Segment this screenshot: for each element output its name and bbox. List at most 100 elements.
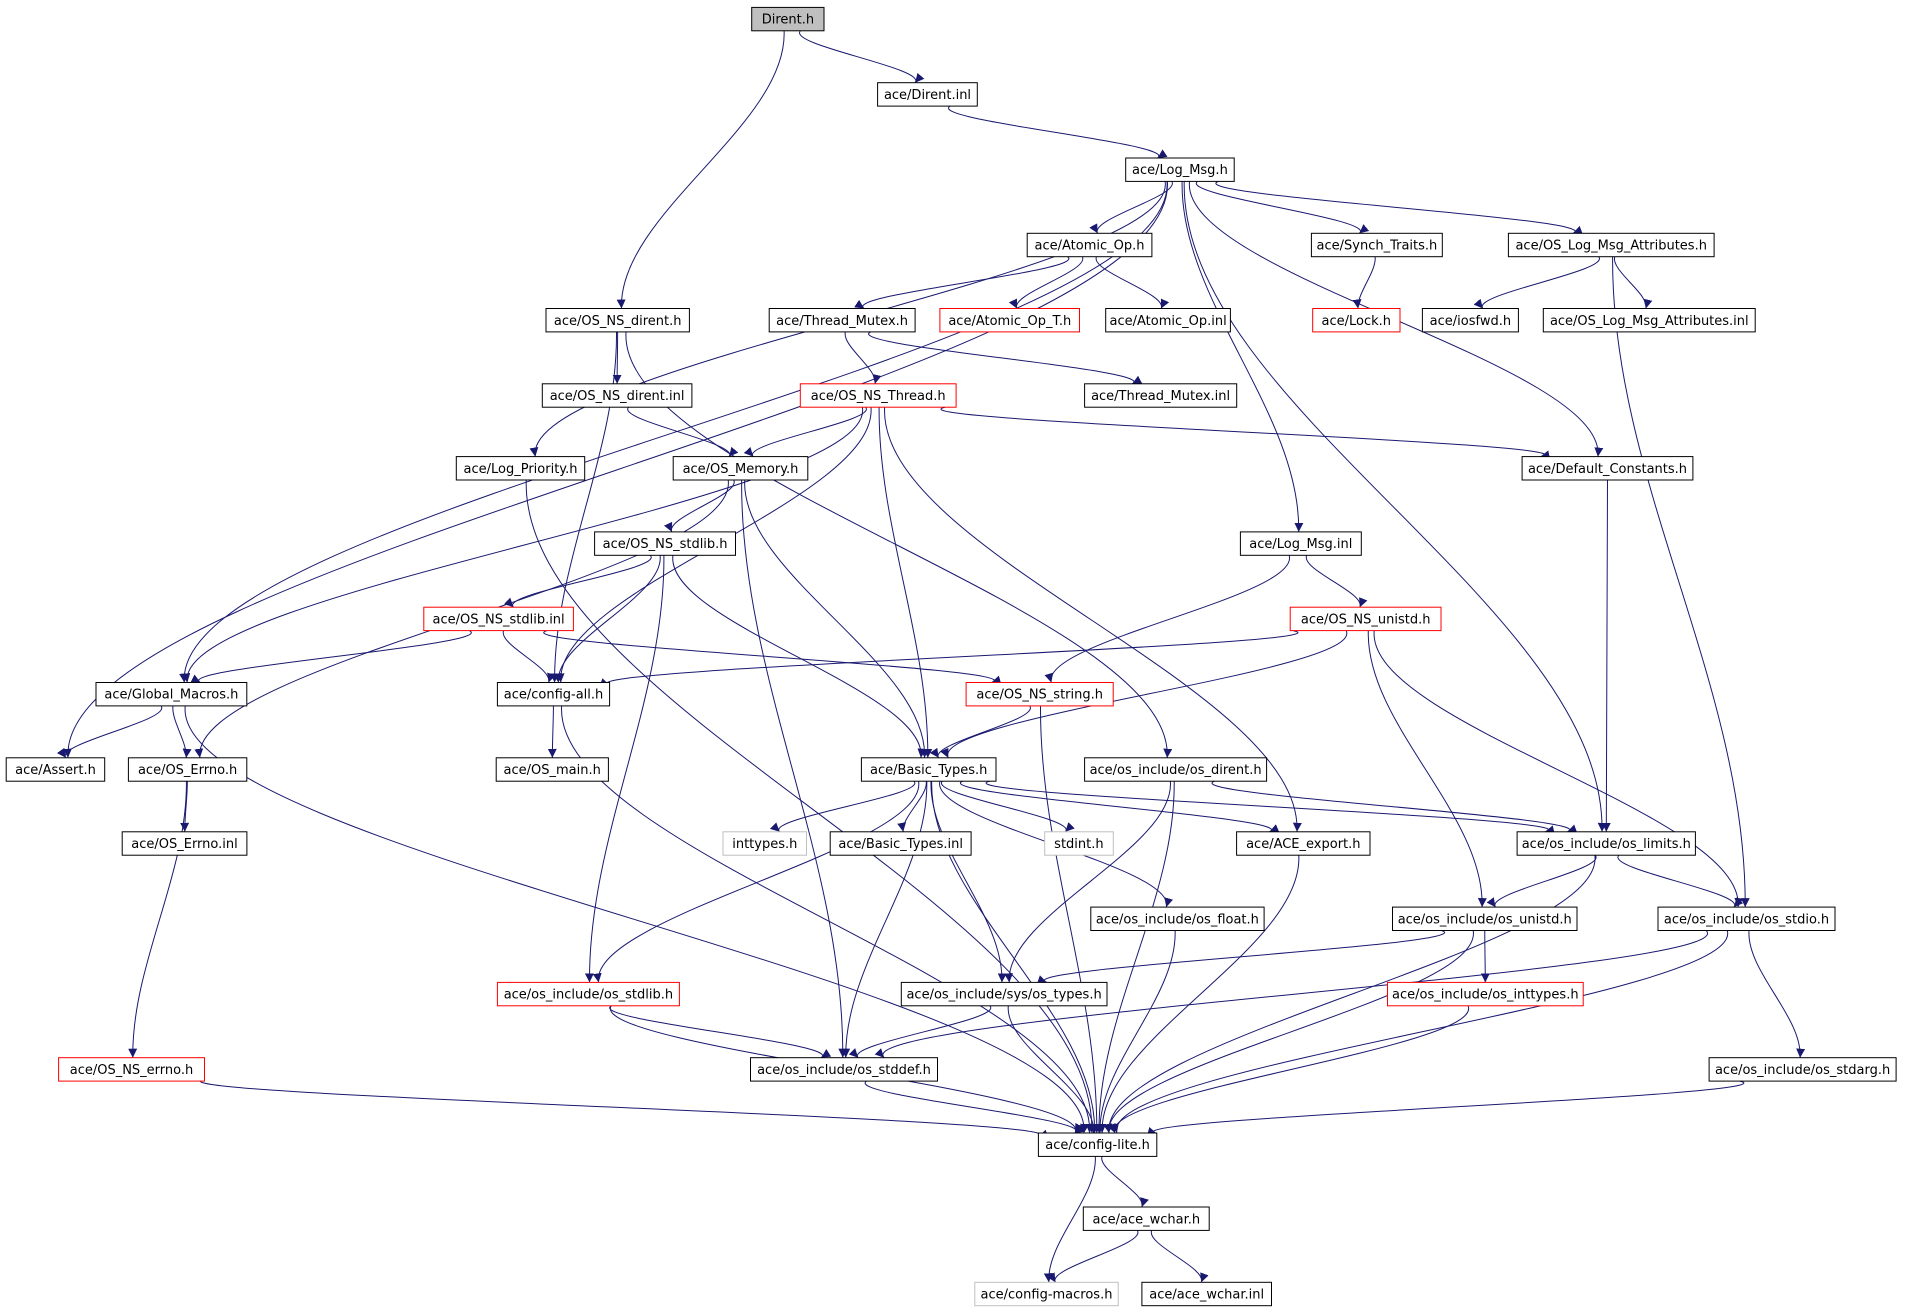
node-box[interactable] (1516, 831, 1696, 856)
node-os-errno-inl[interactable]: ace/OS_Errno.inl (121, 831, 248, 856)
node-os-stdio-h[interactable]: ace/os_include/os_stdio.h (1657, 906, 1836, 931)
node-box[interactable] (496, 981, 680, 1007)
node-synch-traits-h[interactable]: ace/Synch_Traits.h (1310, 232, 1443, 258)
node-os-log-msg-attr-h[interactable]: ace/OS_Log_Msg_Attributes.h (1507, 232, 1715, 258)
node-box[interactable] (1421, 308, 1519, 333)
node-config-macros-h[interactable]: ace/config-macros.h (974, 1281, 1119, 1307)
node-box[interactable] (1082, 1206, 1210, 1231)
node-os-memory-h[interactable]: ace/OS_Memory.h (672, 456, 809, 481)
node-box[interactable] (965, 682, 1114, 707)
node-box[interactable] (1105, 308, 1231, 333)
node-ace-wchar-inl[interactable]: ace/ace_wchar.inl (1141, 1281, 1273, 1307)
node-basic-types-h[interactable]: ace/Basic_Types.h (860, 757, 997, 782)
node-box[interactable] (1312, 308, 1401, 333)
node-box[interactable] (1141, 1281, 1273, 1307)
node-box[interactable] (1044, 831, 1114, 856)
node-box[interactable] (58, 1057, 205, 1082)
node-inttypes-h[interactable]: inttypes.h (722, 831, 807, 856)
node-stdint-h[interactable]: stdint.h (1044, 831, 1114, 856)
node-box[interactable] (423, 606, 574, 632)
node-os-ns-dirent-h[interactable]: ace/OS_NS_dirent.h (545, 308, 690, 333)
node-os-ns-dirent-inl[interactable]: ace/OS_NS_dirent.inl (541, 383, 693, 408)
node-box[interactable] (121, 831, 248, 856)
node-box[interactable] (1507, 232, 1715, 258)
node-os-ns-stdlib-inl[interactable]: ace/OS_NS_stdlib.inl (423, 606, 574, 632)
node-box[interactable] (1310, 232, 1443, 258)
node-box[interactable] (496, 682, 611, 707)
node-os-ns-thread-h[interactable]: ace/OS_NS_Thread.h (799, 383, 957, 408)
node-thread-mutex-inl[interactable]: ace/Thread_Mutex.inl (1084, 383, 1238, 408)
node-os-stdarg-h[interactable]: ace/os_include/os_stdarg.h (1708, 1057, 1897, 1082)
node-basic-types-inl[interactable]: ace/Basic_Types.inl (829, 831, 972, 856)
node-box[interactable] (1037, 1132, 1158, 1157)
node-config-all-h[interactable]: ace/config-all.h (496, 682, 611, 707)
node-os-limits-h[interactable]: ace/os_include/os_limits.h (1516, 831, 1696, 856)
node-atomic-op-inl[interactable]: ace/Atomic_Op.inl (1105, 308, 1231, 333)
node-box[interactable] (939, 308, 1081, 333)
node-ace-export-h[interactable]: ace/ACE_export.h (1236, 831, 1371, 856)
node-box[interactable] (1026, 232, 1153, 258)
node-box[interactable] (1236, 831, 1371, 856)
node-box[interactable] (1392, 906, 1578, 931)
node-box[interactable] (545, 308, 690, 333)
node-os-ns-errno-h[interactable]: ace/OS_NS_errno.h (58, 1057, 205, 1082)
node-box[interactable] (1657, 906, 1836, 931)
node-config-lite-h[interactable]: ace/config-lite.h (1037, 1132, 1158, 1157)
node-global-macros-h[interactable]: ace/Global_Macros.h (95, 682, 248, 707)
node-ace-wchar-h[interactable]: ace/ace_wchar.h (1082, 1206, 1210, 1231)
node-box[interactable] (672, 456, 809, 481)
node-box[interactable] (95, 682, 248, 707)
node-box[interactable] (877, 82, 978, 107)
node-box[interactable] (722, 831, 807, 856)
node-box[interactable] (1084, 757, 1268, 782)
node-os-ns-string-h[interactable]: ace/OS_NS_string.h (965, 682, 1114, 707)
node-os-inttypes-h[interactable]: ace/os_include/os_inttypes.h (1387, 981, 1584, 1007)
node-os-ns-unistd-h[interactable]: ace/OS_NS_unistd.h (1289, 606, 1442, 632)
node-os-log-msg-attr-inl[interactable]: ace/OS_Log_Msg_Attributes.inl (1542, 308, 1756, 333)
node-box[interactable] (751, 6, 825, 32)
node-atomic-op-t-h[interactable]: ace/Atomic_Op_T.h (939, 308, 1081, 333)
node-box[interactable] (1239, 531, 1362, 556)
node-box[interactable] (860, 757, 997, 782)
node-os-ns-stdlib-h[interactable]: ace/OS_NS_stdlib.h (594, 531, 736, 556)
node-box[interactable] (768, 308, 916, 333)
node-box[interactable] (1090, 906, 1265, 931)
node-box[interactable] (127, 757, 248, 782)
node-os-unistd-h[interactable]: ace/os_include/os_unistd.h (1392, 906, 1578, 931)
node-iosfwd-h[interactable]: ace/iosfwd.h (1421, 308, 1519, 333)
node-box[interactable] (1542, 308, 1756, 333)
node-box[interactable] (594, 531, 736, 556)
node-dirent-inl[interactable]: ace/Dirent.inl (877, 82, 978, 107)
node-box[interactable] (1289, 606, 1442, 632)
node-os-main-h[interactable]: ace/OS_main.h (495, 757, 609, 782)
node-box[interactable] (1125, 157, 1235, 182)
node-box[interactable] (974, 1281, 1119, 1307)
node-os-float-h[interactable]: ace/os_include/os_float.h (1090, 906, 1265, 931)
node-box[interactable] (1387, 981, 1584, 1007)
node-box[interactable] (495, 757, 609, 782)
node-lock-h[interactable]: ace/Lock.h (1312, 308, 1401, 333)
node-os-stdlib-h[interactable]: ace/os_include/os_stdlib.h (496, 981, 680, 1007)
node-box[interactable] (5, 757, 106, 782)
node-box[interactable] (900, 981, 1108, 1007)
node-log-msg-inl[interactable]: ace/Log_Msg.inl (1239, 531, 1362, 556)
node-log-priority-h[interactable]: ace/Log_Priority.h (455, 456, 586, 481)
node-box[interactable] (455, 456, 586, 481)
node-default-constants-h[interactable]: ace/Default_Constants.h (1521, 456, 1694, 481)
node-os-errno-h[interactable]: ace/OS_Errno.h (127, 757, 248, 782)
node-os-stddef-h[interactable]: ace/os_include/os_stddef.h (750, 1057, 938, 1082)
node-atomic-op-h[interactable]: ace/Atomic_Op.h (1026, 232, 1153, 258)
node-box[interactable] (829, 831, 972, 856)
node-box[interactable] (1708, 1057, 1897, 1082)
node-box[interactable] (750, 1057, 938, 1082)
node-box[interactable] (799, 383, 957, 408)
node-box[interactable] (1084, 383, 1238, 408)
node-assert-h[interactable]: ace/Assert.h (5, 757, 106, 782)
node-box[interactable] (1521, 456, 1694, 481)
node-box[interactable] (541, 383, 693, 408)
node-os-types-h[interactable]: ace/os_include/sys/os_types.h (900, 981, 1108, 1007)
node-log-msg-h[interactable]: ace/Log_Msg.h (1125, 157, 1235, 182)
node-dirent-h[interactable]: Dirent.h (751, 6, 825, 32)
node-os-dirent-h[interactable]: ace/os_include/os_dirent.h (1084, 757, 1268, 782)
node-thread-mutex-h[interactable]: ace/Thread_Mutex.h (768, 308, 916, 333)
